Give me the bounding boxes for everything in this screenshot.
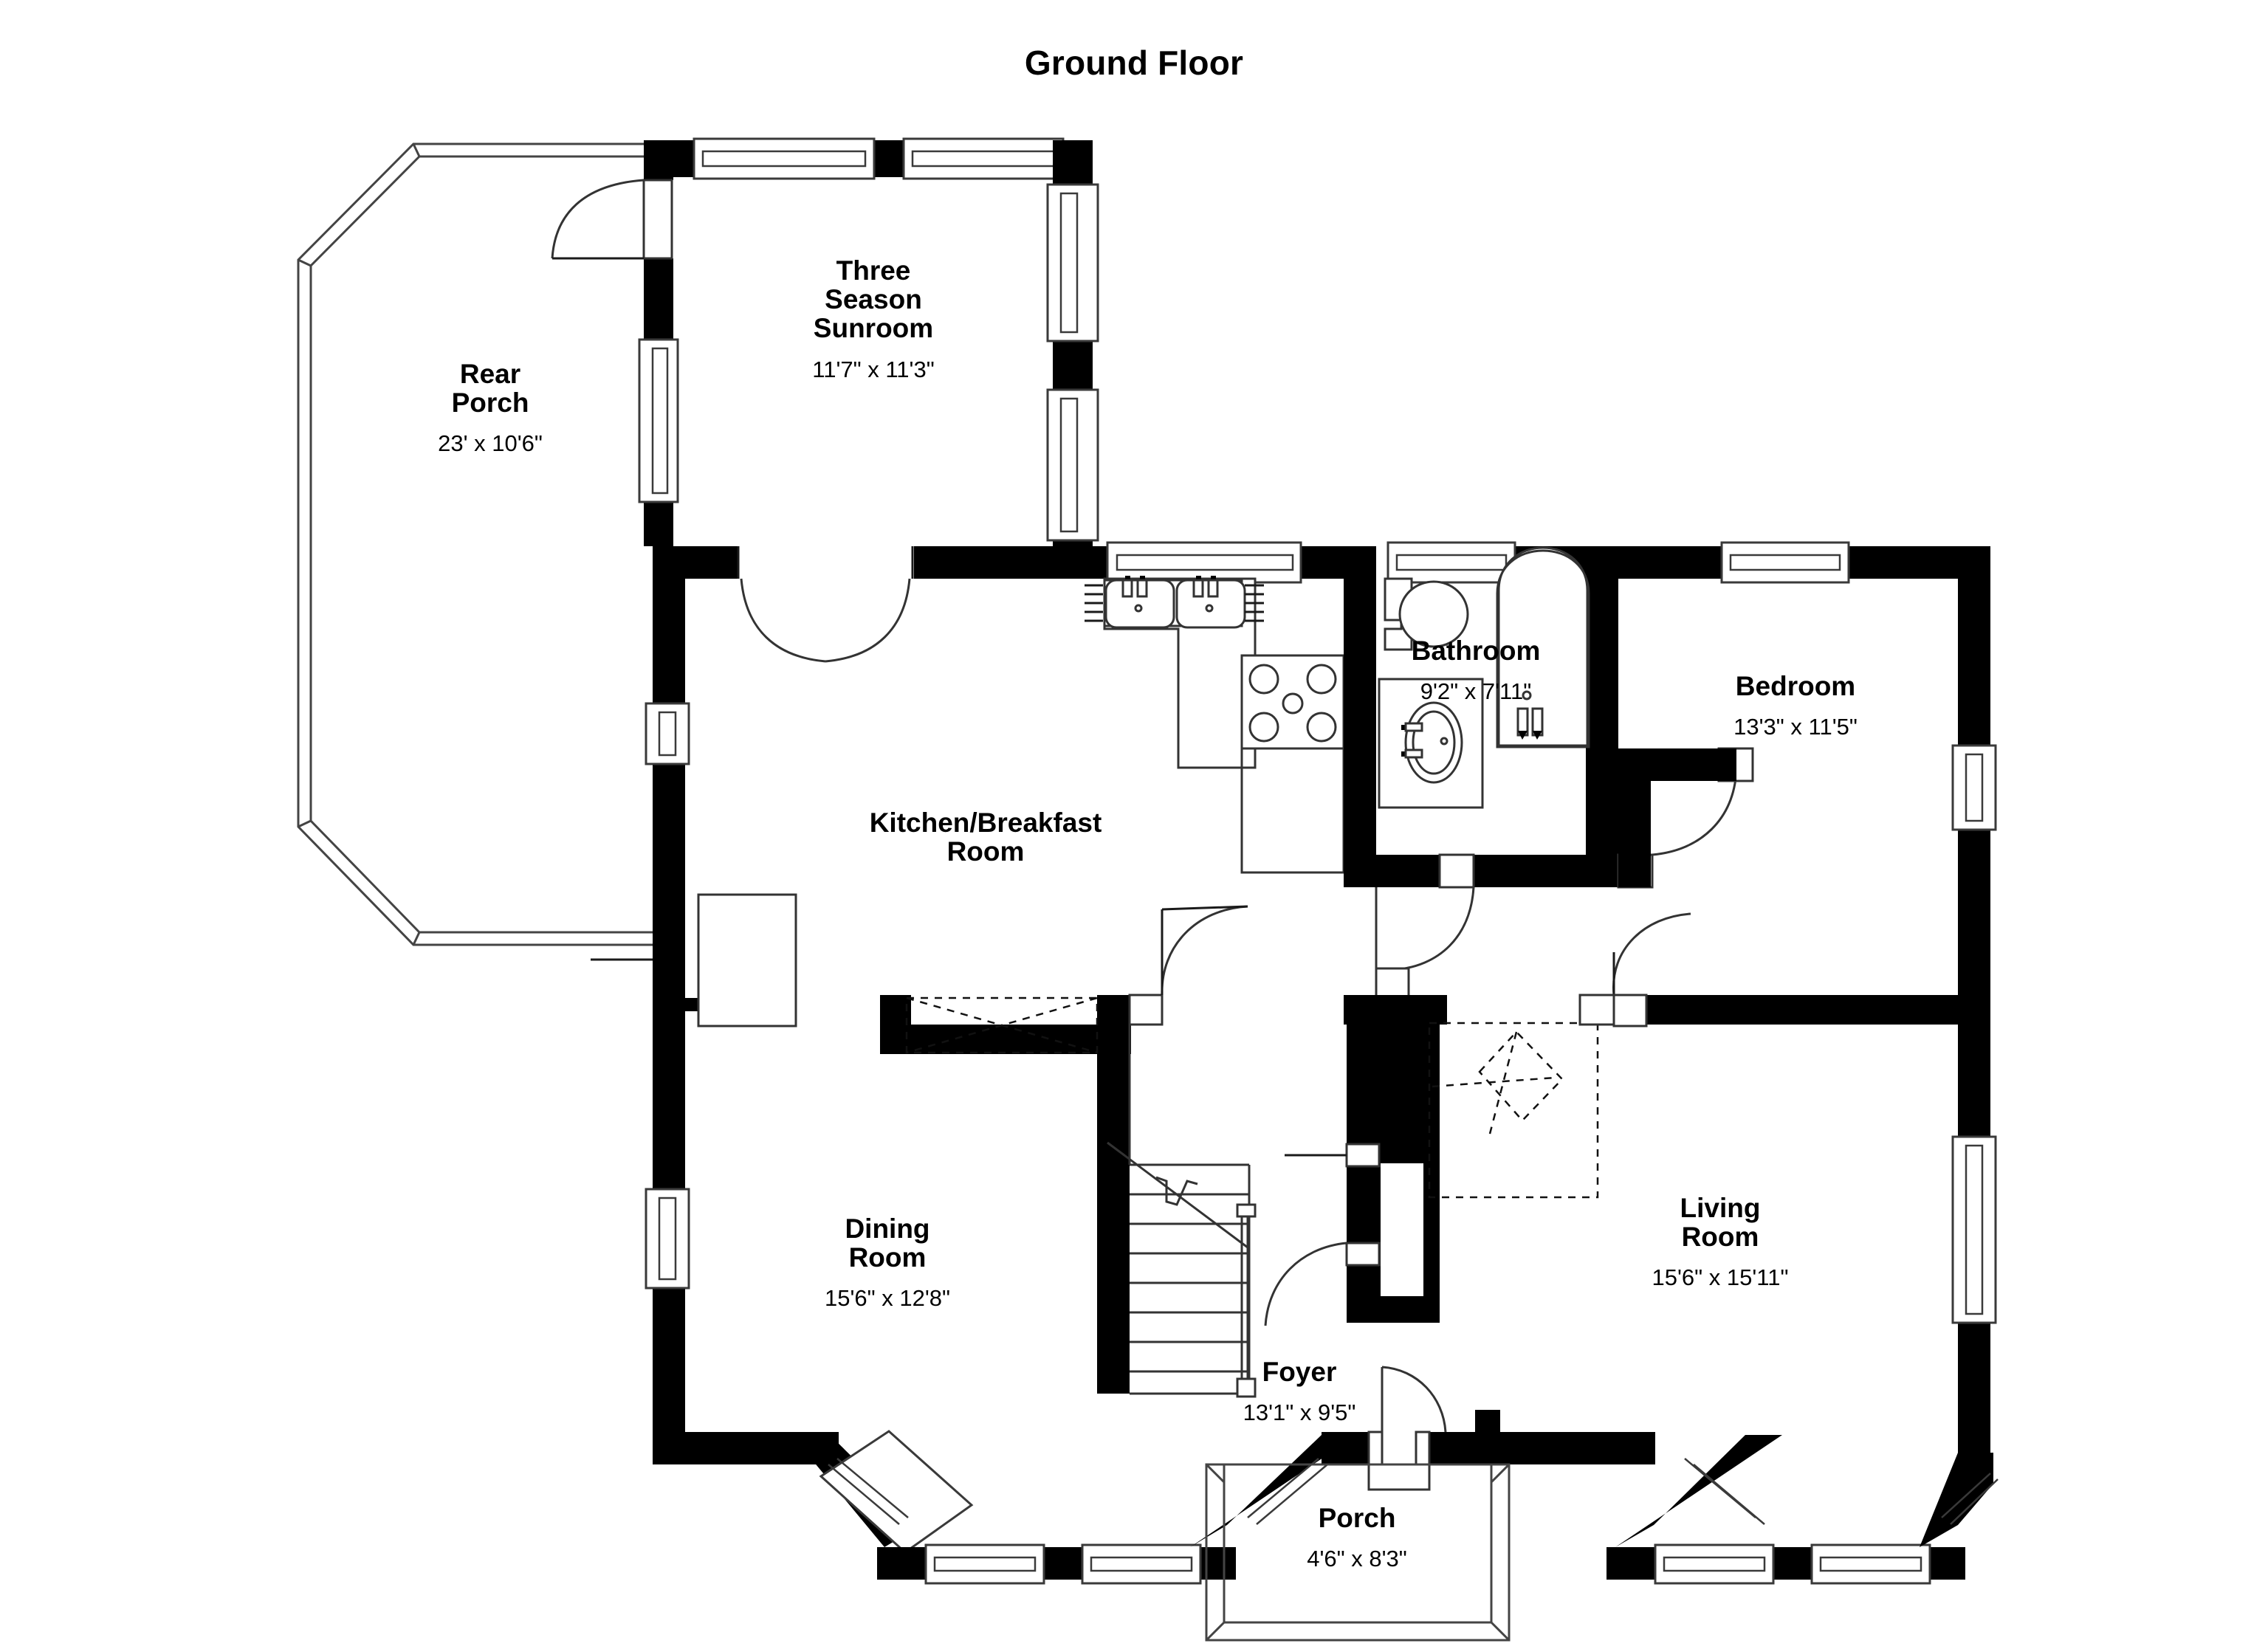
kitchen-cooktop-icon	[1240, 654, 1345, 750]
foyer-door	[1128, 905, 1248, 1026]
window-sunroom-top-right	[902, 137, 1065, 180]
kitchen-double-doors	[737, 546, 914, 663]
window-bay-right-b	[1810, 1543, 1931, 1585]
sunroom-door	[551, 179, 673, 260]
window-kitchen-top	[1106, 541, 1302, 584]
room-label-rear-porch: Rear Porch 23' x 10'6"	[438, 358, 543, 457]
window-sunroom-left	[638, 338, 679, 503]
page-title: Ground Floor	[1024, 44, 1244, 82]
rear-porch-outline	[297, 142, 671, 946]
main-house-walls	[591, 541, 1999, 1585]
window-bathroom-top	[1386, 541, 1516, 584]
dining-alcove-dashed	[905, 996, 1099, 1054]
room-label-porch: Porch 4'6" x 8'3"	[1307, 1502, 1407, 1572]
front-door	[1367, 1366, 1447, 1491]
bathroom-fixtures	[1375, 546, 1754, 1005]
window-sunroom-top-left	[693, 137, 876, 180]
window-bedroom-top	[1720, 541, 1850, 584]
counter-hatch-right	[1245, 584, 1264, 622]
kitchen-counter-and-sink	[1085, 576, 1345, 874]
bathtub-icon	[1496, 546, 1590, 748]
closet-door-foyer	[1264, 1143, 1381, 1326]
window-bay-right-a	[1654, 1543, 1775, 1585]
room-label-bedroom: Bedroom 13'3" x 11'5"	[1733, 670, 1858, 740]
room-label-bathroom: Bathroom 9'2" x 7'11"	[1411, 635, 1541, 705]
hall-door	[1578, 994, 1615, 1026]
window-bay-left-b	[1081, 1543, 1202, 1585]
counter-hatch-left	[1085, 584, 1103, 622]
window-bedroom-right	[1951, 744, 1997, 831]
room-label-living-room: Living Room 15'6" x 15'11"	[1652, 1192, 1789, 1291]
front-porch-outline	[1205, 1463, 1511, 1642]
interior-walls	[880, 912, 1990, 1394]
sunroom-walls	[551, 137, 1099, 576]
staircase	[1107, 1025, 1257, 1398]
living-room-dashed-outline	[1428, 1022, 1599, 1199]
window-bay-left-a	[924, 1543, 1045, 1585]
room-label-foyer: Foyer 13'1" x 9'5"	[1243, 1356, 1356, 1426]
room-label-kitchen: Kitchen/Breakfast Room	[869, 807, 1102, 867]
window-bay-right-angle	[1684, 1458, 1999, 1525]
bathroom-walls	[1344, 546, 1618, 887]
kitchen-sink-icon	[1104, 576, 1246, 629]
window-dining-left	[645, 1188, 690, 1290]
window-bay-left-angle	[819, 1430, 974, 1554]
window-bay-left-angle-right	[1247, 1458, 1328, 1525]
toilet-icon	[1384, 577, 1469, 651]
window-sunroom-right-upper	[1046, 183, 1099, 342]
pedestal-sink-icon	[1378, 678, 1484, 809]
window-kitchen-left	[645, 702, 690, 765]
window-sunroom-right-lower	[1046, 388, 1099, 542]
window-living-right	[1951, 1135, 1997, 1324]
room-label-sunroom: Three Season Sunroom 11'7" x 11'3"	[812, 255, 935, 382]
room-label-dining-room: Dining Room 15'6" x 12'8"	[824, 1213, 951, 1312]
